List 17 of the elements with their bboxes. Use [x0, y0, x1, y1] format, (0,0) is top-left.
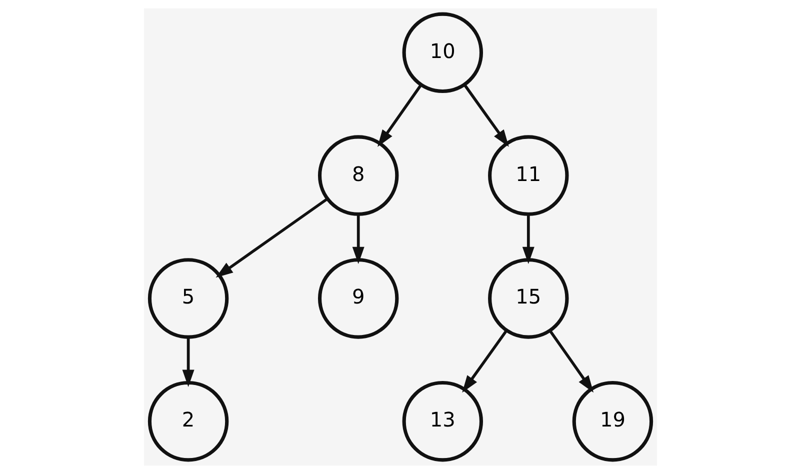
- node-circle: 2: [147, 380, 228, 462]
- node-circle: 8: [317, 135, 398, 216]
- arrow: [215, 198, 328, 278]
- node-circle: 10: [402, 12, 483, 94]
- arrow: [522, 214, 534, 264]
- arrow: [548, 330, 594, 393]
- arrow: [376, 84, 422, 147]
- arrow: [352, 214, 364, 264]
- node-circle: 19: [572, 380, 653, 462]
- node-circle: 9: [317, 258, 398, 339]
- node-circle: 15: [488, 258, 568, 339]
- arrow: [462, 330, 507, 393]
- arrow: [463, 84, 508, 147]
- node-circle: 11: [488, 135, 568, 216]
- node-circle: 5: [147, 258, 228, 339]
- arrow: [182, 337, 194, 387]
- node-circle: 13: [402, 380, 483, 462]
